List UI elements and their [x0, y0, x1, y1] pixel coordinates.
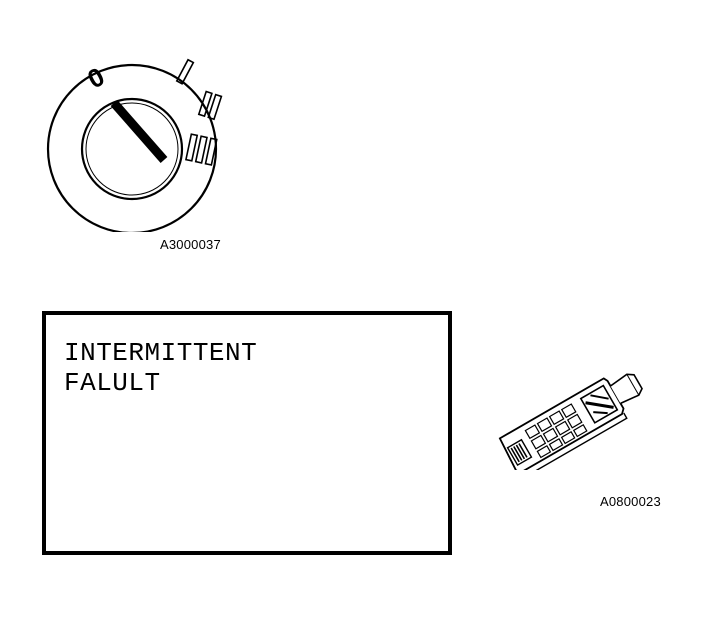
key-slot	[110, 100, 168, 163]
lock-cylinder-inner-ring	[85, 102, 179, 196]
position-i-marker	[175, 58, 195, 85]
ignition-bezel	[46, 63, 218, 232]
scan-tool-connector	[610, 373, 643, 405]
scan-tool-cartridge-slot	[506, 438, 533, 467]
screen-line-2: FALULT	[64, 368, 161, 398]
scan-tool-illustration	[498, 373, 643, 470]
position-iii-marker	[184, 133, 218, 166]
ignition-switch-illustration: 0	[46, 58, 223, 232]
figure-code-ignition: A3000037	[160, 237, 221, 252]
scan-tool-keypad	[524, 403, 588, 459]
display-screen: INTERMITTENT FALULT	[42, 311, 452, 555]
lock-cylinder	[80, 97, 184, 201]
screen-line-1: INTERMITTENT	[64, 338, 258, 368]
position-ii-marker	[197, 90, 223, 121]
figure-code-scan-tool: A0800023	[600, 494, 661, 509]
